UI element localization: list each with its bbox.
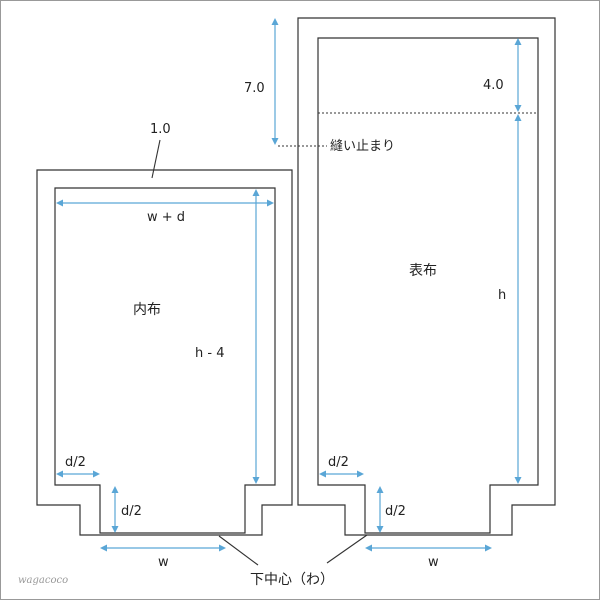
outer-height-label: h [498, 288, 506, 303]
outer-height-arrow-bottom [514, 477, 522, 484]
corner-cut-width-left-label: d/2 [65, 455, 86, 470]
corner-cut-height-right-label: d/2 [385, 504, 406, 519]
inner-height-arrow-bottom [252, 477, 260, 484]
outer-fabric-inner-outline [317, 37, 539, 534]
inner-height-label: h - 4 [195, 346, 224, 361]
bottom-width-right-label: w [428, 555, 439, 570]
fold-center-leader-left [218, 535, 259, 566]
inner-height-arrow-top [252, 189, 260, 196]
corner-cut-height-right-arrow-b [376, 526, 384, 533]
corner-cut-height-left-label: d/2 [121, 504, 142, 519]
outer-top-margin-arrow-top [514, 38, 522, 45]
seam-allowance-label: 1.0 [150, 122, 171, 137]
inner-fabric-outer-outline [36, 169, 293, 536]
corner-cut-height-left-arrow-b [111, 526, 119, 533]
outer-fabric-label: 表布 [409, 263, 437, 279]
inner-fabric-label: 内布 [133, 302, 161, 318]
outer-fabric-outer-outline [297, 17, 556, 536]
bottom-width-left-arrow-a [100, 544, 107, 552]
stitch-stop-height-label: 7.0 [244, 81, 265, 96]
stitch-stop-label: 縫い止まり [330, 139, 395, 154]
bottom-width-right-arrow-a [365, 544, 372, 552]
corner-cut-width-right-arrow-a [319, 470, 326, 478]
corner-cut-height-left-arrow-a [111, 486, 119, 493]
corner-cut-width-right-arrow-b [357, 470, 364, 478]
fold-center-leader-right [326, 534, 368, 564]
bottom-width-left-arrow-b [219, 544, 226, 552]
outer-height-arrow-top [514, 114, 522, 121]
bottom-width-right-arrow-b [485, 544, 492, 552]
seam-allowance-leader [151, 139, 161, 179]
corner-cut-width-left-arrow-a [56, 470, 63, 478]
watermark-text: wagacoco [18, 575, 68, 586]
bottom-width-left-label: w [158, 555, 169, 570]
inner-width-arrow-right [267, 199, 274, 207]
inner-width-arrow-left [56, 199, 63, 207]
outer-top-margin-arrow-bottom [514, 105, 522, 112]
inner-width-label: w + d [147, 210, 185, 225]
outer-top-margin-label: 4.0 [483, 78, 504, 93]
fold-center-label: 下中心（わ） [250, 572, 334, 588]
inner-fabric-inner-outline [54, 187, 276, 534]
stitch-stop-height-arrow-top [271, 18, 279, 25]
stitch-stop-height-arrow-bottom [271, 138, 279, 145]
corner-cut-width-left-arrow-b [93, 470, 100, 478]
corner-cut-width-right-label: d/2 [328, 455, 349, 470]
corner-cut-height-right-arrow-a [376, 486, 384, 493]
